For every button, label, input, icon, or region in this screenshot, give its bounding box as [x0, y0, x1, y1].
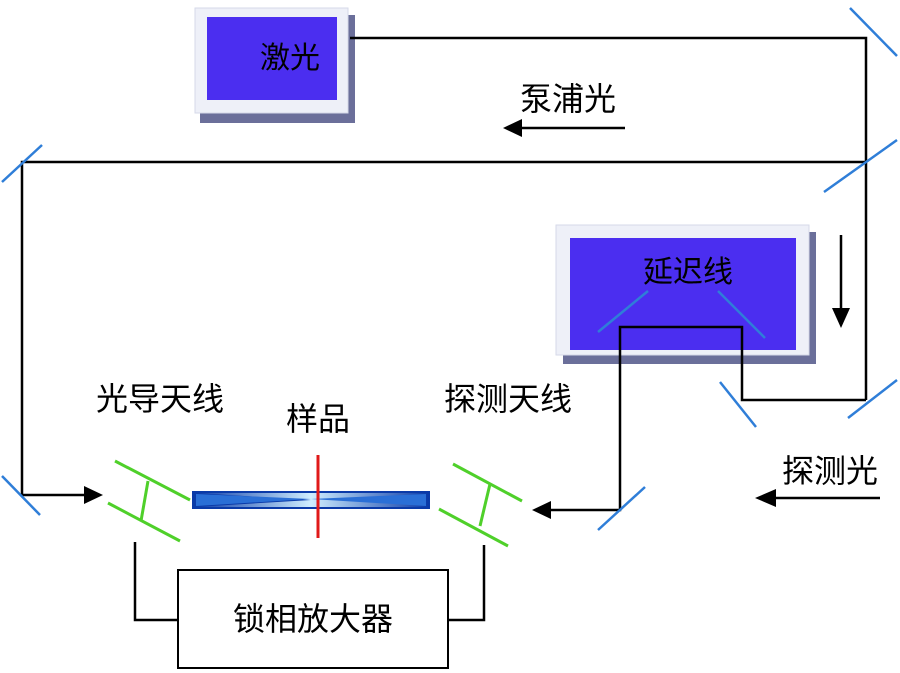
mirror-bottom-left	[1, 475, 41, 516]
pump-path	[20, 160, 866, 497]
delay-line-mirror-left	[597, 290, 649, 333]
laser-output-path	[350, 36, 868, 400]
thz-beam-left-cone	[196, 494, 311, 506]
pump-input-arrow-head	[84, 486, 103, 504]
photoconductive-antenna	[107, 459, 191, 543]
mirror-top-right	[849, 7, 898, 57]
down-arrow-head	[832, 308, 850, 328]
mirror-probe-turn	[719, 381, 757, 428]
laser-box: 激光	[194, 7, 355, 123]
probe-path	[548, 325, 866, 512]
laser-box-body	[207, 17, 337, 100]
mirror-top-left	[1, 144, 43, 183]
photoconductive-antenna-label: 光导天线	[96, 380, 224, 418]
mirror-probe-to-antenna	[597, 486, 646, 531]
mirror-right-beamsplitter	[823, 138, 898, 194]
mirrors	[1, 7, 898, 531]
probe-light-label: 探测光	[782, 452, 878, 490]
laser-label: 激光	[260, 41, 320, 76]
delay-line-box: 延迟线	[555, 224, 816, 364]
detector-antenna-gap	[478, 483, 492, 527]
emitter-antenna-upper	[114, 459, 191, 502]
pump-arrow-head	[503, 119, 522, 137]
thz-beam-right-cone	[311, 494, 426, 506]
arrows	[84, 119, 880, 519]
thz-beam	[192, 491, 430, 509]
lockin-left-wire	[133, 542, 178, 622]
lockin-amplifier-label: 锁相放大器	[233, 600, 393, 638]
probe-input-arrow-head	[532, 501, 551, 519]
lockin-amplifier-box	[177, 569, 449, 669]
emitter-antenna-lower	[107, 501, 181, 543]
probe-light-arrow-head	[755, 489, 776, 507]
emitter-antenna-gap	[139, 480, 150, 522]
sample-label: 样品	[286, 400, 350, 438]
beam-paths	[20, 36, 868, 622]
detector-antenna-lower	[438, 507, 509, 548]
mirror-bottom-right	[847, 379, 898, 419]
detection-antenna	[438, 462, 523, 548]
detector-antenna-upper	[452, 462, 523, 503]
lockin-amplifier: 锁相放大器	[177, 569, 449, 669]
delay-line-mirror-right	[717, 290, 766, 339]
pump-light-label: 泵浦光	[520, 80, 616, 118]
lockin-right-wire	[447, 545, 486, 622]
detection-antenna-label: 探测天线	[444, 380, 572, 418]
delay-line-label: 延迟线	[643, 255, 733, 290]
